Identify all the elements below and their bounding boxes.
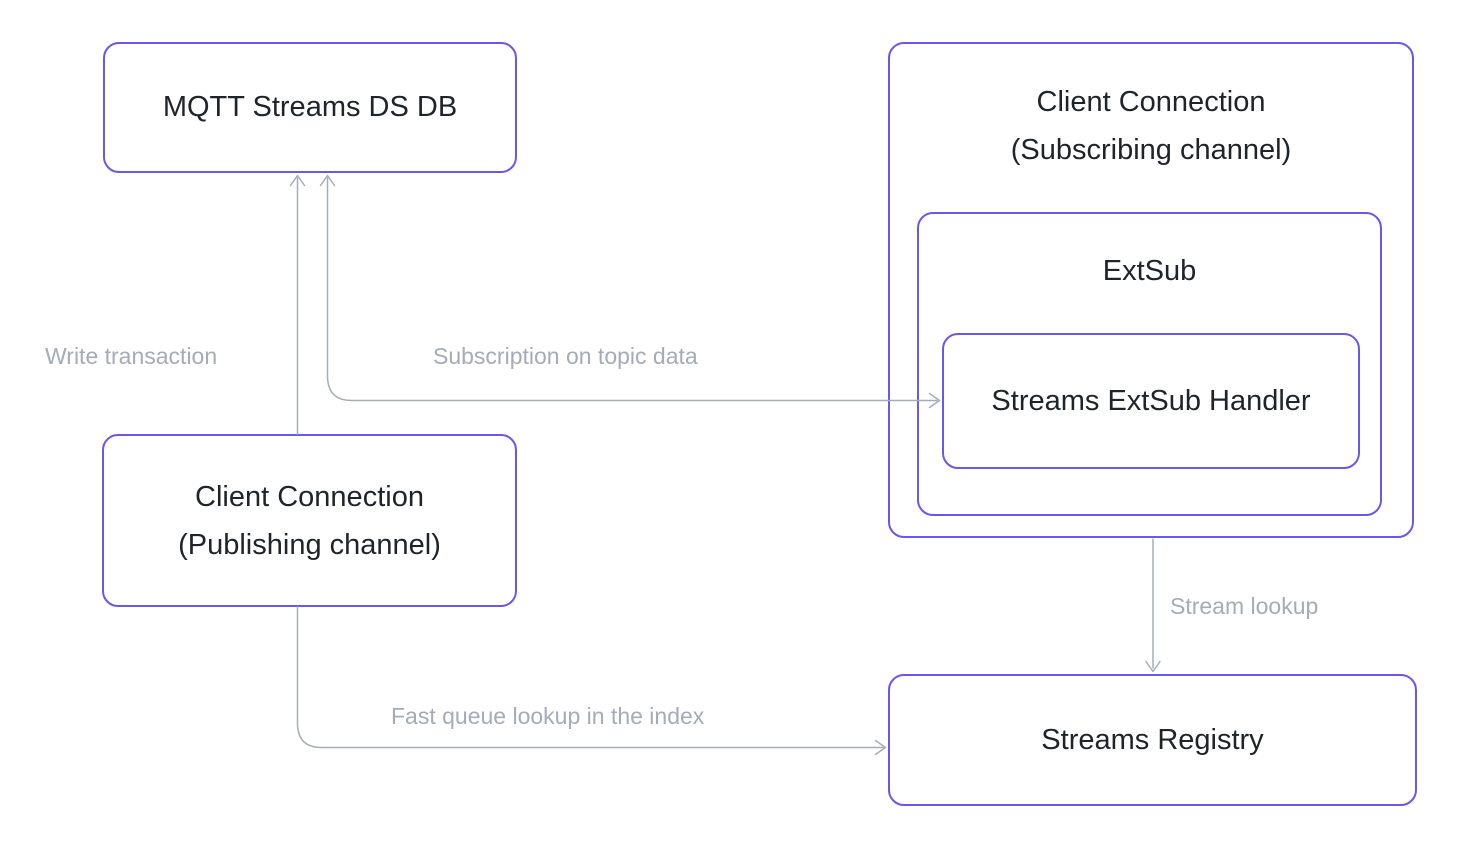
arrowhead-down-icon — [1145, 660, 1161, 673]
publishing-title-line1: Client Connection — [195, 480, 424, 513]
edge-label-stream-lookup: Stream lookup — [1170, 593, 1319, 619]
node-extsub-title: ExtSub — [1102, 255, 1197, 287]
edge-label-fast-queue-lookup: Fast queue lookup in the index — [391, 703, 705, 729]
node-streams-extsub-handler-label: Streams ExtSub Handler — [991, 384, 1311, 417]
node-client-connection-publishing-title: Client Connection (Publishing channel) — [178, 473, 441, 569]
arrowhead-up-icon — [289, 174, 306, 187]
fast-queue-lookup-arrow — [296, 606, 887, 756]
write-transaction-arrow — [289, 174, 306, 435]
node-mqtt-streams-ds-db: MQTT Streams DS DB — [103, 42, 517, 173]
edge-label-subscription-on-topic-data: Subscription on topic data — [433, 343, 698, 369]
node-client-connection-publishing: Client Connection (Publishing channel) — [102, 434, 517, 607]
publishing-title-line2: (Publishing channel) — [178, 528, 441, 561]
node-streams-extsub-handler: Streams ExtSub Handler — [942, 333, 1360, 469]
arrowhead-right-icon — [874, 739, 887, 756]
node-streams-registry: Streams Registry — [888, 674, 1417, 806]
node-streams-registry-label: Streams Registry — [1041, 723, 1264, 756]
subscribing-title-line1: Client Connection — [1036, 86, 1266, 118]
stream-lookup-arrow — [1145, 538, 1161, 673]
node-mqtt-streams-ds-db-label: MQTT Streams DS DB — [162, 91, 458, 123]
node-client-connection-subscribing-title: Client Connection (Subscribing channel) — [890, 44, 1412, 174]
edge-label-write-transaction: Write transaction — [45, 343, 218, 369]
subscription-on-topic-arrow — [319, 174, 941, 409]
subscribing-title-line2: (Subscribing channel) — [1010, 134, 1292, 166]
arrowhead-up-icon — [319, 174, 336, 187]
